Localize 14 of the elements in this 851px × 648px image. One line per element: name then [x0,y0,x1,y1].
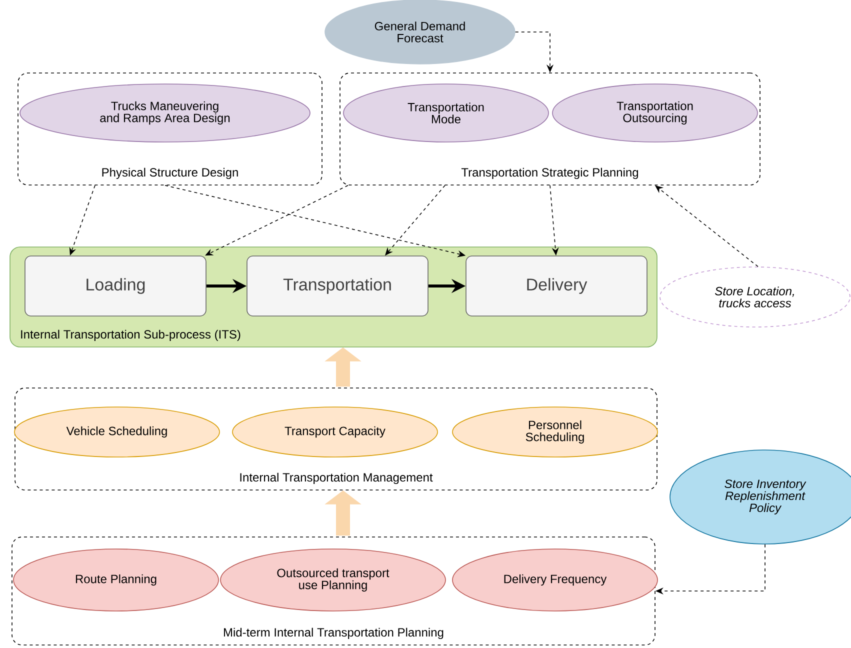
ellipse-node: Personnel Scheduling [452,406,658,458]
ellipse-node: Vehicle Scheduling [14,406,220,458]
ellipse-node: Transport Capacity [232,406,438,458]
ellipse-node: Outsourced transport use Planning [220,548,446,612]
ellipse-node: Transportation Mode [343,84,549,142]
ellipse-node: Store Inventory Replenishment Policy [670,450,851,544]
process-box: Transportation [246,256,428,316]
process-box: Loading [24,256,206,316]
ellipse-node: Trucks Maneuvering and Ramps Area Design [20,84,310,142]
process-box: Delivery [466,256,648,316]
ellipse-node: Transportation Outsourcing [552,84,758,142]
ellipse-node: Store Location, trucks access [660,266,850,328]
ellipse-node: Delivery Frequency [452,548,658,612]
ellipse-node: Route Planning [13,548,219,612]
